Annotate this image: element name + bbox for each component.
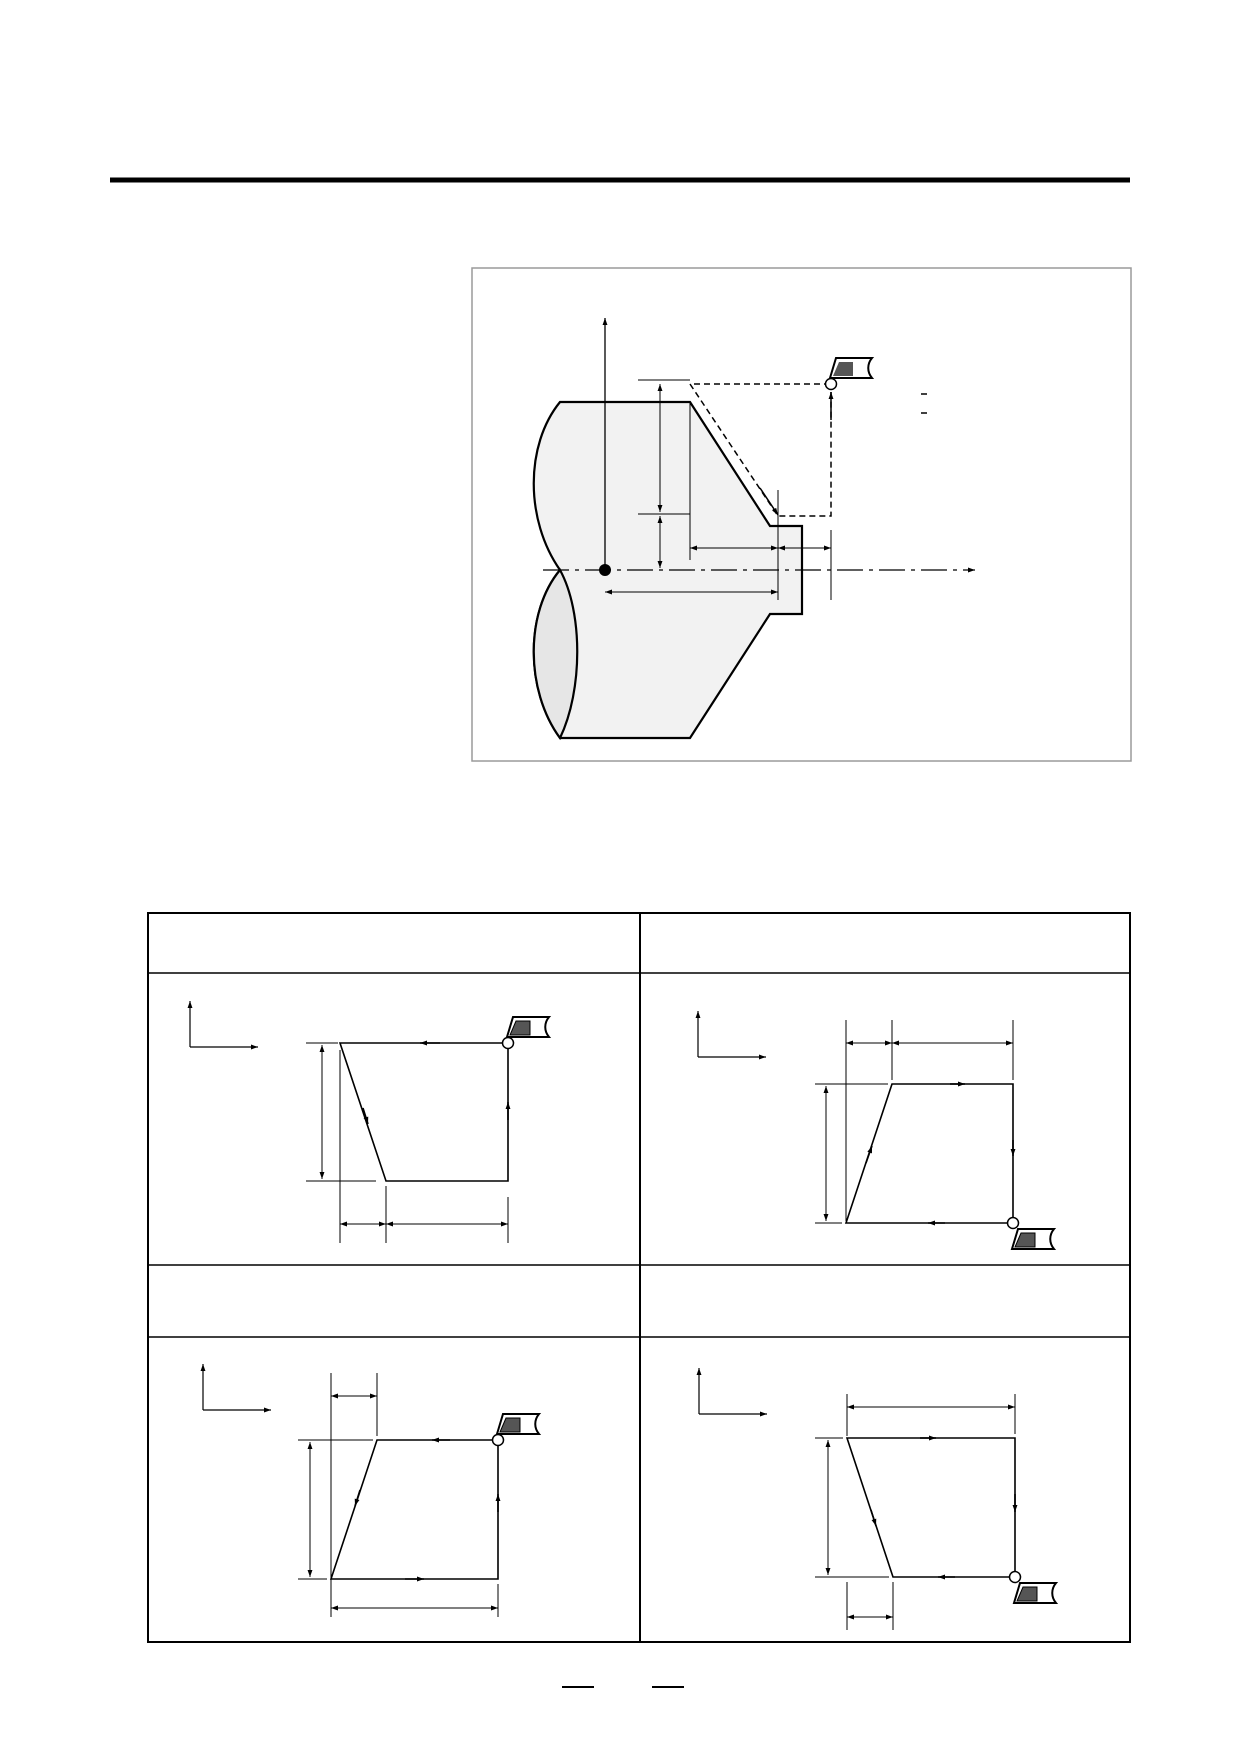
dimension-lines xyxy=(605,379,832,600)
tool-holder-icon xyxy=(1013,1582,1057,1604)
tool-path-arrow-diag xyxy=(759,487,779,516)
figure-border xyxy=(471,267,1132,762)
cycle-path xyxy=(338,1042,509,1182)
cycle-path xyxy=(845,1437,1016,1578)
cycle-path xyxy=(329,1439,499,1580)
arrow-icon xyxy=(870,1509,877,1527)
tool-holder-icon xyxy=(506,1016,550,1038)
tool-holder-icon xyxy=(496,1413,540,1435)
cycle-diagram-2 xyxy=(695,1011,1055,1250)
origin-dot-icon xyxy=(599,564,611,576)
cycle-diagram-4 xyxy=(696,1368,1057,1630)
tool-holder-icon xyxy=(829,357,873,379)
tool-holder-icon xyxy=(1011,1228,1055,1250)
tool-nose-circle-icon xyxy=(1008,1570,1022,1584)
cycle-table xyxy=(147,912,1131,1643)
workpiece-end-face xyxy=(532,568,579,741)
tool-path-dashed xyxy=(688,383,832,517)
arrow-icon xyxy=(354,1489,361,1507)
cycle-diagram-1 xyxy=(187,1001,550,1243)
tool-nose-circle-icon xyxy=(824,377,838,391)
tool-nose-circle-icon xyxy=(501,1036,515,1050)
cycle-path xyxy=(844,1083,1014,1224)
tool-nose-circle-icon xyxy=(1006,1216,1020,1230)
cycle-diagram-3 xyxy=(200,1364,540,1617)
arrow-icon xyxy=(362,1107,369,1125)
tool-nose-circle-icon xyxy=(491,1433,505,1447)
figure-top xyxy=(471,267,1132,762)
arrow-icon xyxy=(865,1145,873,1164)
